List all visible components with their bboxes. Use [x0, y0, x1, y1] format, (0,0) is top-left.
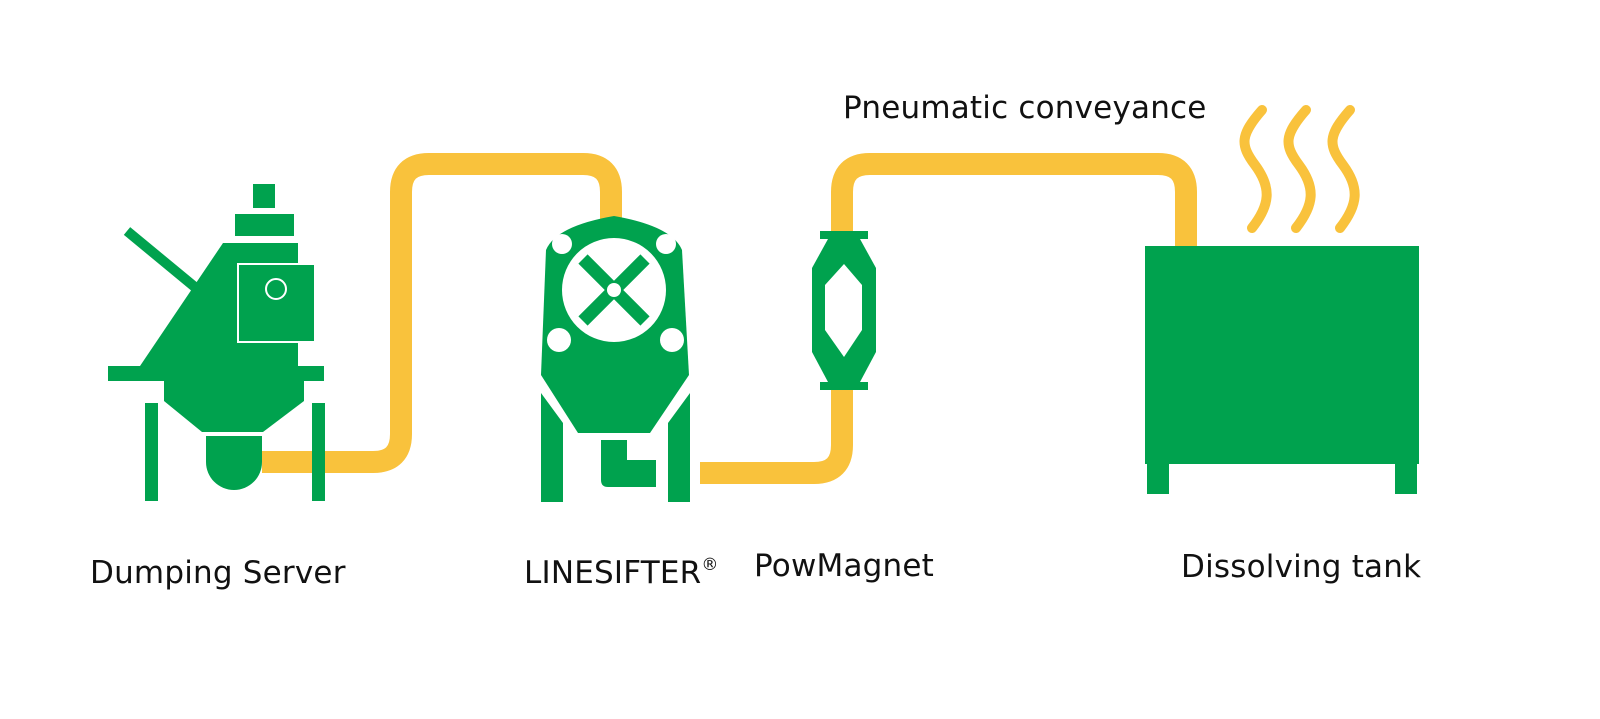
linesifter-icon [541, 216, 690, 502]
dissolving-tank-label: Dissolving tank [1181, 549, 1422, 585]
dumping-server-label: Dumping Server [90, 555, 346, 591]
dissolving-tank-icon [1145, 246, 1419, 494]
linesifter-label-text: LINESIFTER [524, 555, 702, 591]
pipe-dumping-to-linesifter [262, 153, 622, 473]
pneumatic-conveyance-label: Pneumatic conveyance [843, 90, 1207, 126]
pipe-linesifter-to-powmagnet [700, 388, 853, 484]
pipe-powmagnet-to-tank [831, 153, 1197, 248]
powmagnet-icon [812, 231, 876, 390]
powmagnet-label: PowMagnet [754, 548, 935, 584]
linesifter-label: LINESIFTER® [524, 555, 719, 591]
registered-mark: ® [701, 554, 719, 575]
conveyance-pipes [262, 153, 1197, 484]
dumping-server-icon [108, 184, 325, 501]
steam-icon [1239, 105, 1360, 233]
